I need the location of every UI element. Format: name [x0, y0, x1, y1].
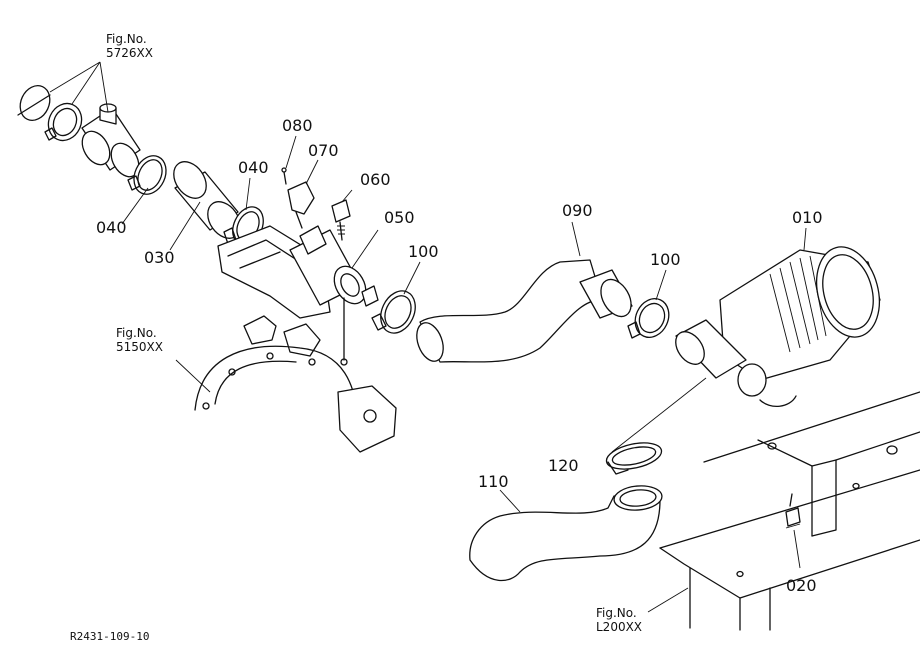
hose-090: [416, 259, 633, 363]
upper-pipe-assembly: [17, 84, 141, 178]
figure-reference-5150: Fig.No. 5150XX: [116, 326, 163, 355]
part-label-070: 070: [308, 141, 339, 160]
frame-structure: [659, 391, 920, 631]
part-label-020: 020: [786, 576, 817, 595]
part-label-100-left: 100: [408, 242, 439, 261]
leader-lines: [49, 61, 807, 613]
part-label-120: 120: [548, 456, 579, 475]
clamp-100-right: [627, 298, 670, 339]
part-label-100-right: 100: [650, 250, 681, 269]
part-label-050: 050: [384, 208, 415, 227]
flywheel-housing: [194, 315, 397, 453]
clamp-100-left: [371, 290, 416, 334]
sensor-housing-050: [217, 225, 379, 366]
part-label-110: 110: [478, 472, 509, 491]
part-label-040-left: 040: [96, 218, 127, 237]
hose-110: [469, 485, 663, 582]
drawing-code: R2431-109-10: [70, 630, 150, 643]
bolt-020: [785, 493, 801, 529]
clamp-120: [605, 442, 663, 475]
hose-030: [173, 161, 241, 239]
part-label-080: 080: [282, 116, 313, 135]
part-label-060: 060: [360, 170, 391, 189]
part-label-030: 030: [144, 248, 175, 267]
sensor-070: [281, 167, 315, 229]
part-label-010: 010: [792, 208, 823, 227]
clamp-040-left: [127, 155, 167, 195]
figure-reference-l200: Fig.No. L200XX: [596, 606, 643, 635]
part-label-090: 090: [562, 201, 593, 220]
screw-060: [331, 199, 351, 241]
air-cleaner-010: [675, 246, 881, 407]
part-label-040-right: 040: [238, 158, 269, 177]
figure-reference-5726: Fig.No. 5726XX: [106, 32, 153, 61]
